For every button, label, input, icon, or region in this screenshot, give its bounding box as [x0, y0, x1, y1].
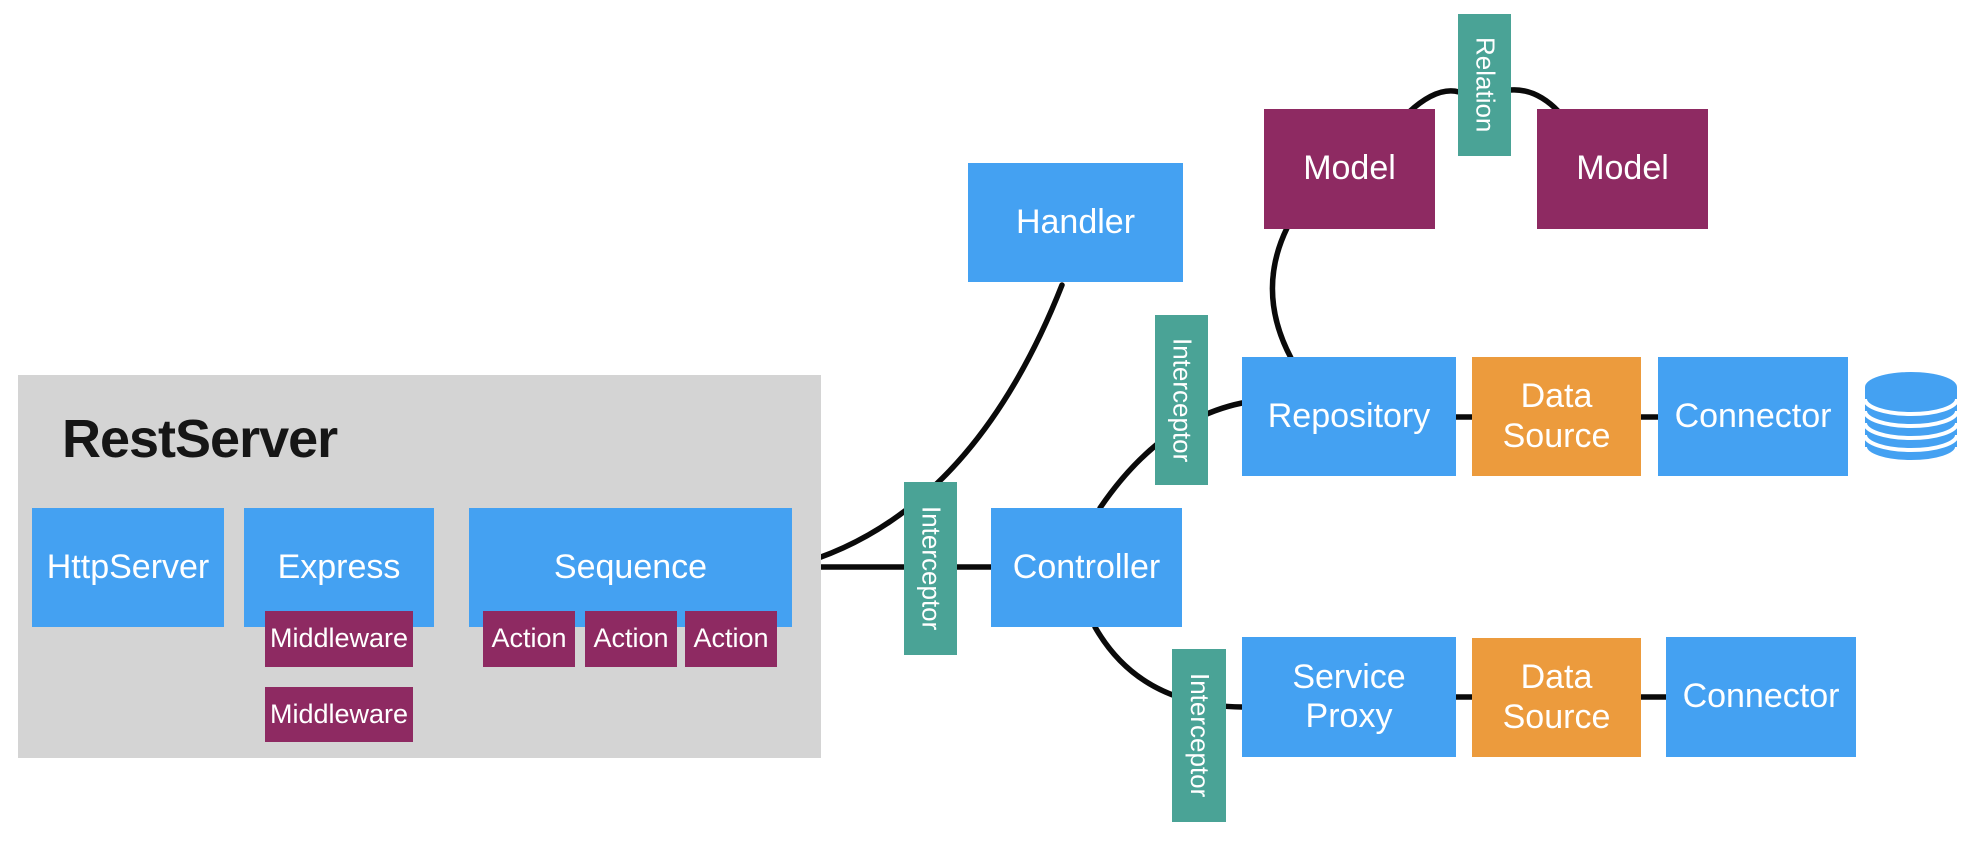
node-datasource-2: Data Source: [1472, 638, 1641, 757]
node-express: Express: [244, 508, 434, 627]
node-datasource-1: Data Source: [1472, 357, 1641, 476]
node-interceptor-3: Interceptor: [1172, 649, 1226, 822]
sequence-label: Sequence: [553, 547, 708, 586]
node-sequence: Sequence: [469, 508, 792, 627]
controller-label: Controller: [1012, 547, 1161, 586]
node-handler: Handler: [968, 163, 1183, 282]
node-action-1: Action: [483, 611, 575, 667]
node-action-2: Action: [585, 611, 677, 667]
httpserver-label: HttpServer: [46, 547, 210, 586]
edge-relation-model: [1507, 87, 1562, 115]
repository-label: Repository: [1267, 396, 1431, 435]
datasource-label: Data Source: [1502, 658, 1611, 736]
node-httpserver: HttpServer: [32, 508, 224, 627]
interceptor-label: Interceptor: [1167, 337, 1198, 463]
middleware-label: Middleware: [269, 623, 409, 654]
node-repository: Repository: [1242, 357, 1456, 476]
node-relation: Relation: [1458, 14, 1511, 156]
edge-model-repository: [1269, 225, 1294, 361]
edge-sequence-handler: [790, 282, 1065, 569]
node-middleware-1: Middleware: [265, 611, 413, 667]
handler-label: Handler: [1015, 202, 1136, 241]
serviceproxy-label: Service Proxy: [1292, 657, 1406, 735]
interceptor-label: Interceptor: [916, 506, 947, 631]
connector-label: Connector: [1682, 677, 1840, 716]
node-serviceproxy: Service Proxy: [1242, 637, 1456, 757]
node-interceptor-2: Interceptor: [1155, 315, 1208, 485]
middleware-label: Middleware: [269, 698, 409, 729]
node-model-2: Model: [1537, 109, 1708, 229]
connector-label: Connector: [1674, 396, 1832, 435]
restserver-title: RestServer: [62, 409, 338, 469]
node-action-3: Action: [685, 611, 777, 667]
model-label: Model: [1303, 149, 1396, 188]
node-model-1: Model: [1264, 109, 1435, 229]
interceptor-label: Interceptor: [1184, 673, 1215, 798]
action-label: Action: [693, 623, 769, 654]
model-label: Model: [1576, 149, 1669, 188]
node-connector-2: Connector: [1666, 637, 1856, 757]
relation-label: Relation: [1470, 37, 1501, 133]
node-connector-1: Connector: [1658, 357, 1848, 476]
action-label: Action: [491, 623, 567, 654]
node-middleware-2: Middleware: [265, 687, 413, 742]
node-interceptor-1: Interceptor: [904, 482, 957, 655]
node-controller: Controller: [991, 508, 1182, 627]
database-cylinder-icon: [1863, 372, 1959, 464]
edge-model-relation: [1405, 88, 1462, 116]
datasource-label: Data Source: [1502, 377, 1611, 455]
express-label: Express: [277, 547, 401, 586]
action-label: Action: [593, 623, 669, 654]
